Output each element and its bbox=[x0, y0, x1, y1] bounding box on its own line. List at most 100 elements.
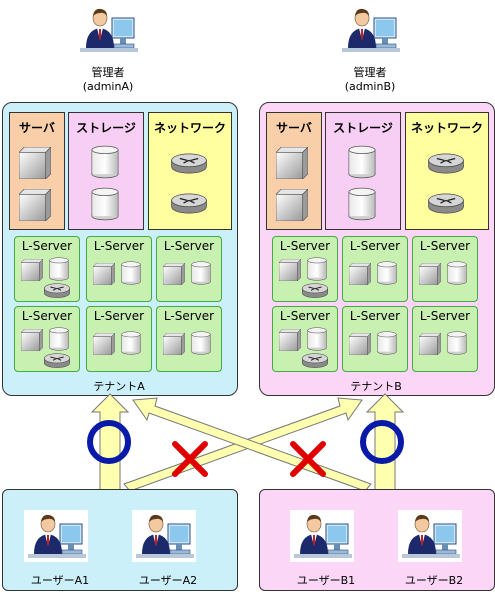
server-panel-title: サーバ bbox=[276, 121, 312, 135]
lserver-card: L-Server bbox=[86, 236, 152, 302]
lserver-label: L-Server bbox=[21, 239, 73, 253]
lserver-card: L-Server bbox=[412, 306, 478, 372]
lserver-label: L-Server bbox=[279, 309, 331, 323]
server-icon bbox=[419, 333, 441, 355]
lserver-card: L-Server bbox=[272, 236, 338, 302]
network-panel-title: ネットワーク bbox=[153, 121, 226, 135]
server-icon bbox=[276, 189, 308, 221]
admin-a-name: 管理者 bbox=[91, 66, 125, 79]
server-icon bbox=[21, 329, 43, 351]
allowed-mark-icon bbox=[87, 420, 131, 464]
server-icon bbox=[93, 333, 115, 355]
user-b1-icon bbox=[290, 510, 354, 562]
lserver-label: L-Server bbox=[349, 309, 401, 323]
user-a2-label: ユーザーA2 bbox=[138, 574, 198, 587]
router-icon bbox=[301, 353, 329, 369]
storage-icon bbox=[377, 261, 397, 285]
access-arrows bbox=[87, 393, 405, 492]
lserver-label: L-Server bbox=[93, 309, 145, 323]
storage-icon bbox=[447, 331, 467, 355]
tenant-a-network-panel: ネットワーク bbox=[148, 112, 232, 230]
router-icon bbox=[43, 283, 71, 299]
lserver-label: L-Server bbox=[349, 239, 401, 253]
server-icon bbox=[93, 263, 115, 285]
server-icon bbox=[279, 329, 301, 351]
lserver-label: L-Server bbox=[279, 239, 331, 253]
router-icon bbox=[427, 153, 465, 175]
server-icon bbox=[419, 263, 441, 285]
lserver-label: L-Server bbox=[419, 309, 471, 323]
storage-icon bbox=[348, 145, 376, 179]
admin-a-icon bbox=[76, 4, 140, 56]
admin-b-icon bbox=[338, 4, 402, 56]
server-icon bbox=[276, 147, 308, 179]
user-a1-icon bbox=[24, 510, 88, 562]
denied-mark-icon bbox=[290, 441, 326, 477]
tenant-b-network-panel: ネットワーク bbox=[405, 112, 489, 230]
storage-icon bbox=[377, 331, 397, 355]
storage-icon bbox=[447, 261, 467, 285]
lserver-card: L-Server bbox=[342, 306, 408, 372]
server-icon bbox=[19, 147, 51, 179]
tenant-a-label: テナントA bbox=[93, 380, 145, 393]
server-icon bbox=[279, 259, 301, 281]
lserver-card: L-Server bbox=[156, 306, 222, 372]
tenant-b-label: テナントB bbox=[350, 380, 402, 393]
lserver-card: L-Server bbox=[14, 306, 80, 372]
storage-icon bbox=[348, 187, 376, 221]
storage-icon bbox=[91, 145, 119, 179]
lserver-card: L-Server bbox=[14, 236, 80, 302]
storage-panel-title: ストレージ bbox=[76, 121, 136, 135]
user-b1-label: ユーザーB1 bbox=[296, 574, 356, 587]
admin-a-label: 管理者 (adminA) bbox=[48, 66, 168, 94]
admin-b-name: 管理者 bbox=[353, 66, 387, 79]
server-icon bbox=[21, 259, 43, 281]
admin-b-id: (adminB) bbox=[344, 80, 396, 93]
denied-mark-icon bbox=[172, 441, 208, 477]
storage-icon bbox=[307, 257, 327, 281]
storage-icon bbox=[191, 331, 211, 355]
lserver-label: L-Server bbox=[93, 239, 145, 253]
tenant-a-server-panel: サーバ bbox=[9, 112, 65, 230]
storage-icon bbox=[307, 327, 327, 351]
storage-icon bbox=[49, 257, 69, 281]
tenant-a-storage-panel: ストレージ bbox=[68, 112, 144, 230]
lserver-label: L-Server bbox=[419, 239, 471, 253]
storage-icon bbox=[49, 327, 69, 351]
server-panel-title: サーバ bbox=[19, 121, 55, 135]
router-icon bbox=[170, 153, 208, 175]
network-panel-title: ネットワーク bbox=[410, 121, 483, 135]
storage-icon bbox=[121, 331, 141, 355]
server-icon bbox=[163, 333, 185, 355]
arrow-up-b bbox=[365, 393, 405, 491]
router-icon bbox=[427, 193, 465, 215]
user-b2-label: ユーザーB2 bbox=[404, 574, 464, 587]
router-icon bbox=[301, 283, 329, 299]
arrow-cross-b-to-a bbox=[132, 397, 372, 492]
server-icon bbox=[349, 263, 371, 285]
lserver-card: L-Server bbox=[412, 236, 478, 302]
tenant-b-storage-panel: ストレージ bbox=[325, 112, 401, 230]
allowed-mark-icon bbox=[360, 420, 404, 464]
storage-icon bbox=[91, 187, 119, 221]
lserver-card: L-Server bbox=[272, 306, 338, 372]
router-icon bbox=[170, 193, 208, 215]
lserver-label: L-Server bbox=[163, 309, 215, 323]
arrow-up-a bbox=[90, 393, 130, 491]
server-icon bbox=[19, 189, 51, 221]
lserver-label: L-Server bbox=[163, 239, 215, 253]
admin-a-id: (adminA) bbox=[82, 80, 134, 93]
router-icon bbox=[43, 353, 71, 369]
user-b2-icon bbox=[398, 510, 462, 562]
storage-panel-title: ストレージ bbox=[333, 121, 393, 135]
user-a1-label: ユーザーA1 bbox=[30, 574, 90, 587]
user-a2-icon bbox=[132, 510, 196, 562]
lserver-card: L-Server bbox=[156, 236, 222, 302]
lserver-card: L-Server bbox=[342, 236, 408, 302]
lserver-card: L-Server bbox=[86, 306, 152, 372]
tenant-b-server-panel: サーバ bbox=[266, 112, 322, 230]
storage-icon bbox=[121, 261, 141, 285]
lserver-label: L-Server bbox=[21, 309, 73, 323]
server-icon bbox=[163, 263, 185, 285]
server-icon bbox=[349, 333, 371, 355]
